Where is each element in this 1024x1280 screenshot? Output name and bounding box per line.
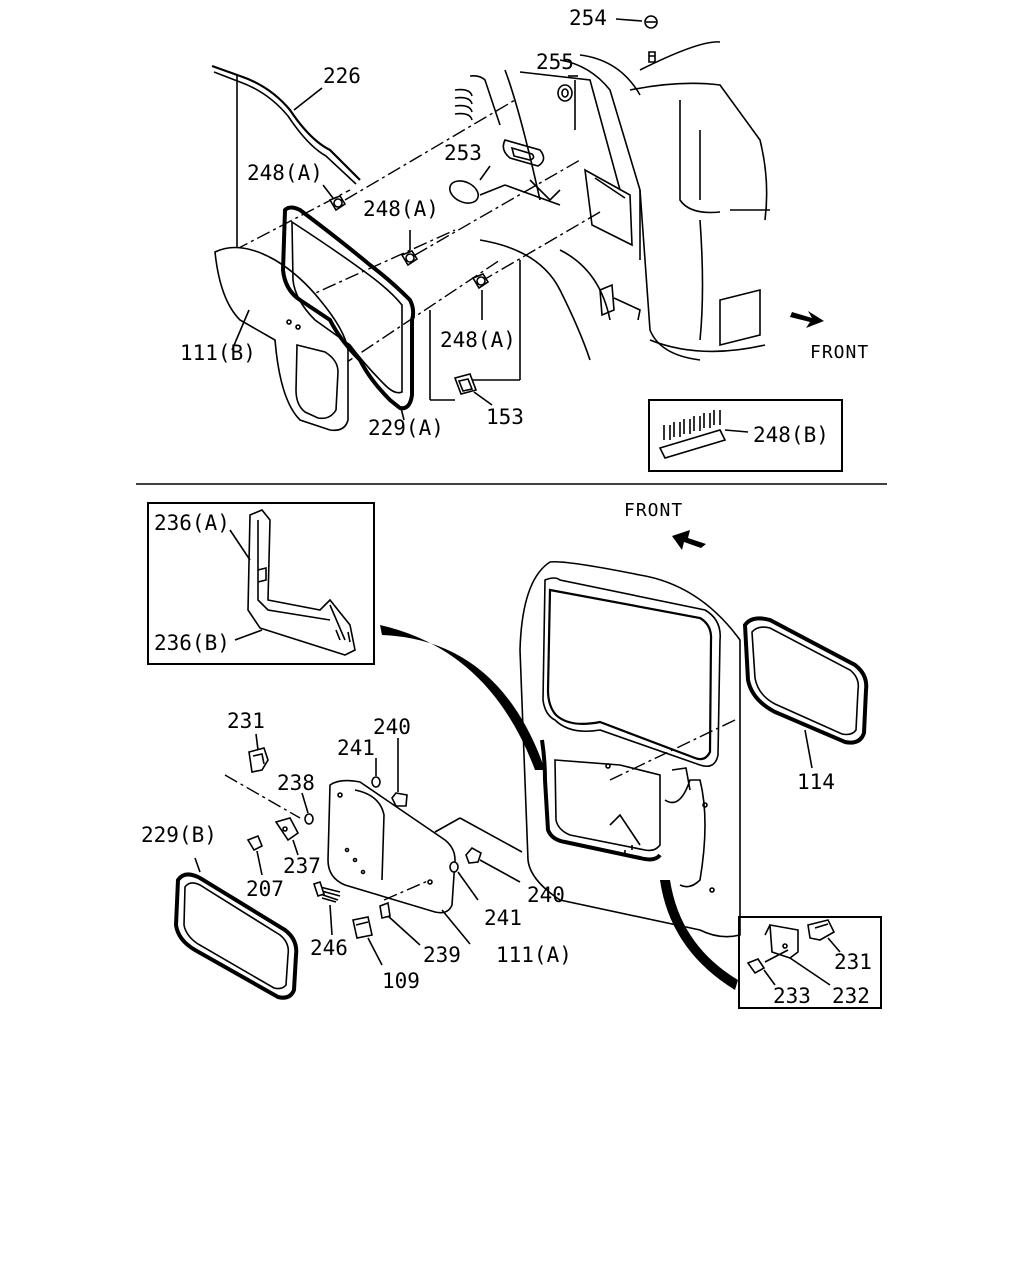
label-240: 240 [527,883,565,907]
label-226: 226 [323,64,361,88]
part-226-strip [211,64,361,185]
label-248b: 248(B) [753,423,829,447]
inset-248b [648,399,843,472]
inset-232 [738,916,882,1009]
label-front: FRONT [810,342,869,363]
part-253-cap [448,165,561,206]
label-114: 114 [797,770,835,794]
label-111b: 111(B) [180,341,256,365]
label-253: 253 [444,141,482,165]
label-232: 232 [832,984,870,1008]
part-111b-panel [214,246,349,432]
label-240: 240 [373,715,411,739]
part-114-seal [609,616,869,781]
part-207-screw [246,834,264,876]
part-240-bolt [391,738,523,883]
label-109: 109 [382,969,420,993]
part-241-washer [371,758,479,901]
label-207: 207 [246,877,284,901]
label-238: 238 [277,771,315,795]
part-254-screw [615,15,658,63]
label-231: 231 [227,709,265,733]
door-body [519,560,741,938]
part-109-cap [352,916,383,966]
callout-curve-lower [660,880,738,990]
front-arrow-icon [790,311,824,328]
label-231: 231 [834,950,872,974]
label-255: 255 [536,50,574,74]
label-237: 237 [283,854,321,878]
part-255-grommet [557,75,578,130]
part-248a-clips [322,184,490,320]
label-248a: 248(A) [363,197,439,221]
inset-236 [147,502,375,665]
label-248a: 248(A) [247,161,323,185]
part-238-nut [301,792,314,825]
part-246-bolt [312,880,341,936]
part-153-clip [453,373,493,406]
label-229b: 229(B) [141,823,217,847]
part-231-clip [224,733,301,819]
front-arrow-icon [672,530,706,550]
label-239: 239 [423,943,461,967]
label-111a: 111(A) [496,943,572,967]
part-labels: 254 255 226 253 248(A) 248(A) 248(A) 111… [141,6,872,1008]
part-239-clip [379,879,431,946]
label-229a: 229(A) [368,416,444,440]
part-229b-seal [173,857,299,1000]
label-front: FRONT [624,500,683,521]
part-237-bracket [274,817,300,856]
label-236a: 236(A) [154,511,230,535]
label-233: 233 [773,984,811,1008]
label-254: 254 [569,6,607,30]
label-241: 241 [484,906,522,930]
cab-body-outline [454,41,770,361]
part-229a-seal [280,205,416,421]
label-153: 153 [486,405,524,429]
label-246: 246 [310,936,348,960]
label-241: 241 [337,736,375,760]
label-236b: 236(B) [154,631,230,655]
label-248a: 248(A) [440,328,516,352]
